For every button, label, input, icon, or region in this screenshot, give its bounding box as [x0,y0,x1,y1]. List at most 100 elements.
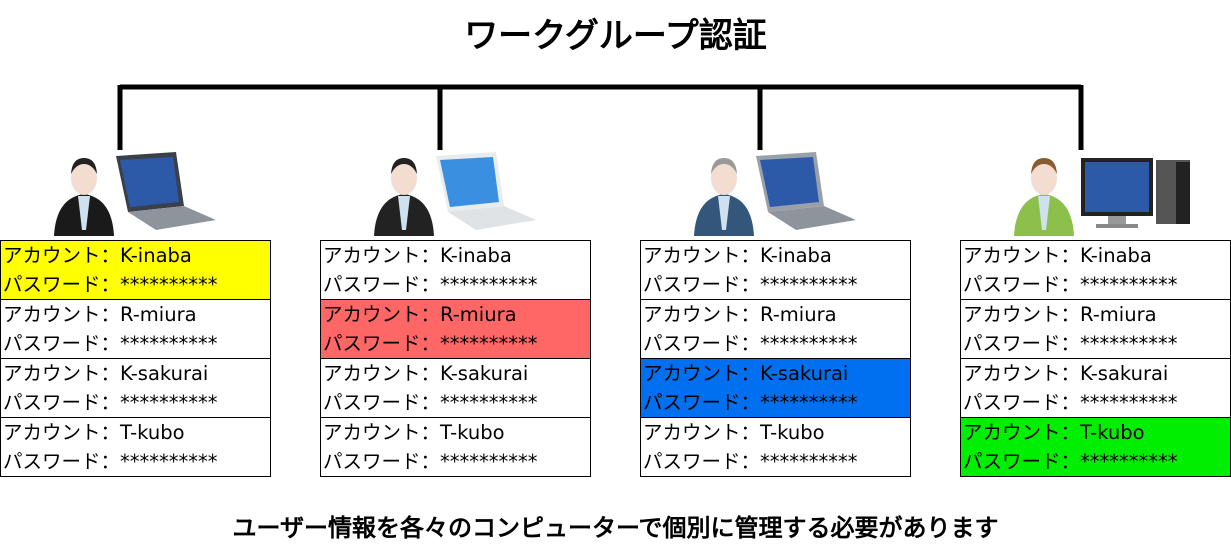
password-value: ********** [440,332,538,355]
password-label: パスワード： [3,391,121,414]
account-label: アカウント： [963,421,1081,444]
account-label: アカウント： [643,362,761,385]
account-name: K-sakurai [760,362,849,385]
account-line: アカウント：T-kubo [3,418,270,447]
laptop-dark-icon [115,152,216,230]
password-line: パスワード：********** [643,270,910,299]
password-line: パスワード：********** [3,270,270,299]
password-value: ********** [120,273,218,296]
password-label: パスワード： [963,450,1081,473]
account-name: T-kubo [440,421,505,444]
account-name: K-inaba [1080,244,1152,267]
computer-illustration [960,150,1231,238]
password-value: ********** [440,391,538,414]
password-value: ********** [120,391,218,414]
password-label: パスワード： [643,450,761,473]
man-blue-suit-icon [693,158,754,236]
account-line: アカウント：R-miura [3,300,270,329]
password-label: パスワード： [3,450,121,473]
account-line: アカウント：R-miura [963,300,1230,329]
password-value: ********** [120,332,218,355]
account-line: アカウント：T-kubo [963,418,1230,447]
account-line: アカウント：K-sakurai [3,359,270,388]
password-value: ********** [1080,450,1178,473]
account-label: アカウント： [963,362,1081,385]
password-label: パスワード： [3,332,121,355]
password-value: ********** [1080,332,1178,355]
account-entry: アカウント：R-miura パスワード：********** [1,299,270,358]
password-line: パスワード：********** [323,329,590,358]
diagram-title: ワークグループ認証 [464,16,767,56]
password-label: パスワード： [323,450,441,473]
account-label: アカウント： [323,303,441,326]
password-label: パスワード： [643,391,761,414]
password-line: パスワード：********** [963,447,1230,476]
account-label: アカウント： [3,362,121,385]
account-label: アカウント： [323,244,441,267]
woman-green-suit-icon [1013,158,1074,236]
password-line: パスワード：********** [323,270,590,299]
account-label: アカウント： [323,362,441,385]
account-line: アカウント：K-inaba [643,241,910,270]
account-name: K-inaba [440,244,512,267]
password-line: パスワード：********** [323,388,590,417]
account-line: アカウント：K-sakurai [323,359,590,388]
password-line: パスワード：********** [643,447,910,476]
account-line: アカウント：K-sakurai [963,359,1230,388]
account-line: アカウント：K-sakurai [643,359,910,388]
computer-illustration [320,150,591,238]
password-value: ********** [760,450,858,473]
account-entry: アカウント：R-miura パスワード：********** [321,299,590,358]
account-line: アカウント：K-inaba [323,241,590,270]
account-entry: アカウント：T-kubo パスワード：********** [321,417,590,476]
password-value: ********** [1080,391,1178,414]
password-value: ********** [440,273,538,296]
password-line: パスワード：********** [643,388,910,417]
account-label: アカウント： [963,303,1081,326]
account-label: アカウント： [963,244,1081,267]
network-tree-lines [117,84,1084,150]
account-name: K-sakurai [440,362,529,385]
account-name: R-miura [440,303,517,326]
account-name: T-kubo [1080,421,1145,444]
password-label: パスワード： [323,391,441,414]
computer-illustration [640,150,911,238]
diagram-caption: ユーザー情報を各々のコンピューターで個別に管理する必要があります [232,514,999,542]
password-label: パスワード： [643,273,761,296]
account-line: アカウント：T-kubo [643,418,910,447]
account-name: T-kubo [760,421,825,444]
account-label: アカウント： [323,421,441,444]
computer-illustration [0,150,271,238]
password-line: パスワード：********** [963,388,1230,417]
password-label: パスワード： [323,332,441,355]
account-name: T-kubo [120,421,185,444]
password-line: パスワード：********** [323,447,590,476]
account-label: アカウント： [3,244,121,267]
account-line: アカウント：K-inaba [3,241,270,270]
account-line: アカウント：K-inaba [963,241,1230,270]
account-name: R-miura [760,303,837,326]
woman-dark-suit-icon [373,158,434,236]
password-value: ********** [760,332,858,355]
account-name: K-inaba [120,244,192,267]
account-label: アカウント： [643,303,761,326]
laptop-white-icon [435,152,536,230]
account-name: K-sakurai [120,362,209,385]
password-line: パスワード：********** [963,329,1230,358]
